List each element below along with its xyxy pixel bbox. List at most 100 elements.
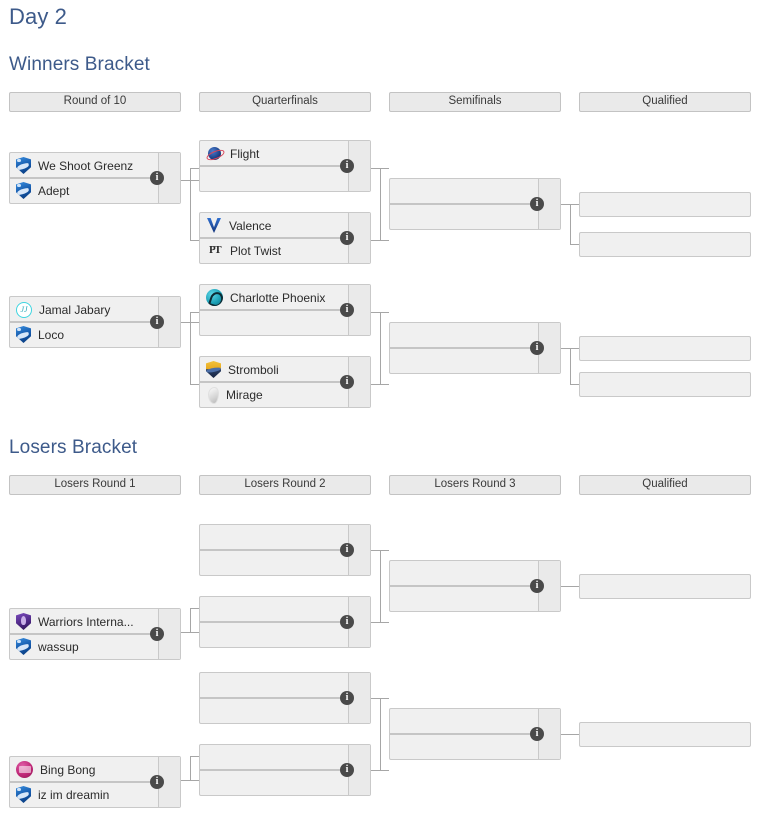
team-name (580, 373, 750, 381)
team-name: Valence (229, 218, 272, 233)
qualified-slot[interactable] (579, 574, 751, 599)
match-slot-top[interactable]: Valence (200, 213, 348, 238)
team-name (580, 575, 750, 583)
match-slot-top[interactable] (200, 745, 348, 770)
connector (380, 698, 381, 771)
team-name: We Shoot Greenz (38, 158, 134, 173)
match-info-icon[interactable]: i (340, 543, 354, 557)
match-info-icon[interactable]: i (340, 231, 354, 245)
match-info-icon[interactable]: i (150, 171, 164, 185)
match-slot-top[interactable]: Flight (200, 141, 348, 166)
match-slot-top[interactable]: We Shoot Greenz (10, 153, 158, 178)
match-box[interactable] (199, 672, 371, 724)
connector (190, 384, 199, 385)
match-slot-top[interactable] (390, 179, 538, 204)
connector (570, 348, 579, 349)
match-info-icon[interactable]: i (340, 159, 354, 173)
shield-blue-logo-icon (16, 638, 31, 655)
match-slot-top[interactable] (390, 709, 538, 734)
match-info-icon[interactable]: i (150, 315, 164, 329)
round-header-winners-4: Qualified (579, 92, 751, 112)
match-info-icon[interactable]: i (340, 763, 354, 777)
match-info-icon[interactable]: i (530, 341, 544, 355)
match-slot-top[interactable] (200, 597, 348, 622)
match-divider (10, 781, 180, 783)
connector (190, 168, 191, 181)
match-divider (390, 347, 560, 349)
match-slot-bottom[interactable]: iz im dreamin (10, 782, 158, 807)
round-header-winners-2: Quarterfinals (199, 92, 371, 112)
qualified-slot[interactable] (579, 372, 751, 397)
match-slot-top[interactable] (200, 525, 348, 550)
shield-blue-logo-icon (16, 182, 31, 199)
match-slot-top[interactable]: JJ Jamal Jabary (10, 297, 158, 322)
match-slot-bottom[interactable] (200, 310, 348, 335)
match-box[interactable] (389, 708, 561, 760)
match-box[interactable] (199, 596, 371, 648)
match-box[interactable] (199, 524, 371, 576)
match-slot-bottom[interactable]: Loco (10, 322, 158, 347)
match-slot-top[interactable]: Stromboli (200, 357, 348, 382)
match-info-icon[interactable]: i (530, 579, 544, 593)
match-slot-top[interactable] (390, 323, 538, 348)
match-info-icon[interactable]: i (150, 775, 164, 789)
team-name: Mirage (226, 387, 263, 402)
match-slot-bottom[interactable]: Adept (10, 178, 158, 203)
match-info-icon[interactable]: i (340, 691, 354, 705)
match-slot-top[interactable] (200, 673, 348, 698)
match-slot-bottom[interactable] (200, 770, 348, 795)
shield-purple-logo-icon (16, 613, 31, 630)
match-slot-bottom[interactable] (200, 622, 348, 647)
match-divider (10, 633, 180, 635)
match-slot-bottom[interactable]: wassup (10, 634, 158, 659)
match-box[interactable]: Flight (199, 140, 371, 192)
qualified-slot[interactable] (579, 336, 751, 361)
circle-pink-logo-icon (16, 761, 33, 778)
match-info-icon[interactable]: i (340, 303, 354, 317)
match-divider (200, 769, 370, 771)
match-slot-top[interactable] (390, 561, 538, 586)
match-divider (200, 309, 370, 311)
qualified-slot[interactable] (579, 722, 751, 747)
match-info-icon[interactable]: i (340, 375, 354, 389)
match-slot-bottom[interactable] (200, 166, 348, 191)
match-info-icon[interactable]: i (150, 627, 164, 641)
match-slot-top[interactable]: Charlotte Phoenix (200, 285, 348, 310)
qualified-slot[interactable] (579, 192, 751, 217)
match-info-icon[interactable]: i (340, 615, 354, 629)
match-box[interactable]: JJ Jamal Jabary Loco (9, 296, 181, 348)
connector (561, 586, 579, 587)
shield-blue-logo-icon (16, 326, 31, 343)
round-header-losers-3: Losers Round 3 (389, 475, 561, 495)
round-header-losers-2: Losers Round 2 (199, 475, 371, 495)
match-slot-bottom[interactable]: PT Plot Twist (200, 238, 348, 263)
match-slot-bottom[interactable] (200, 698, 348, 723)
match-divider (200, 237, 370, 239)
qualified-slot[interactable] (579, 232, 751, 257)
pt-monogram-logo-icon: PT (208, 244, 222, 256)
match-slot-bottom[interactable] (390, 348, 538, 373)
match-info-icon[interactable]: i (530, 727, 544, 741)
connector (190, 322, 191, 384)
team-name: iz im dreamin (38, 787, 110, 802)
connector (570, 204, 579, 205)
connector (570, 204, 571, 244)
match-slot-bottom[interactable] (390, 586, 538, 611)
round-header-losers-1: Losers Round 1 (9, 475, 181, 495)
match-divider (200, 381, 370, 383)
match-slot-bottom[interactable] (390, 734, 538, 759)
match-box[interactable]: We Shoot Greenz Adept (9, 152, 181, 204)
team-name (580, 337, 750, 345)
team-name: Jamal Jabary (39, 302, 111, 317)
match-slot-bottom[interactable] (390, 204, 538, 229)
match-slot-top[interactable]: Warriors Interna... (10, 609, 158, 634)
match-box[interactable] (389, 322, 561, 374)
match-slot-bottom[interactable]: Mirage (200, 382, 348, 407)
match-slot-bottom[interactable] (200, 550, 348, 575)
match-box[interactable]: Warriors Interna... wassup (9, 608, 181, 660)
connector (190, 168, 199, 169)
connector (380, 168, 381, 241)
match-slot-top[interactable]: Bing Bong (10, 757, 158, 782)
match-info-icon[interactable]: i (530, 197, 544, 211)
connector (190, 312, 199, 313)
